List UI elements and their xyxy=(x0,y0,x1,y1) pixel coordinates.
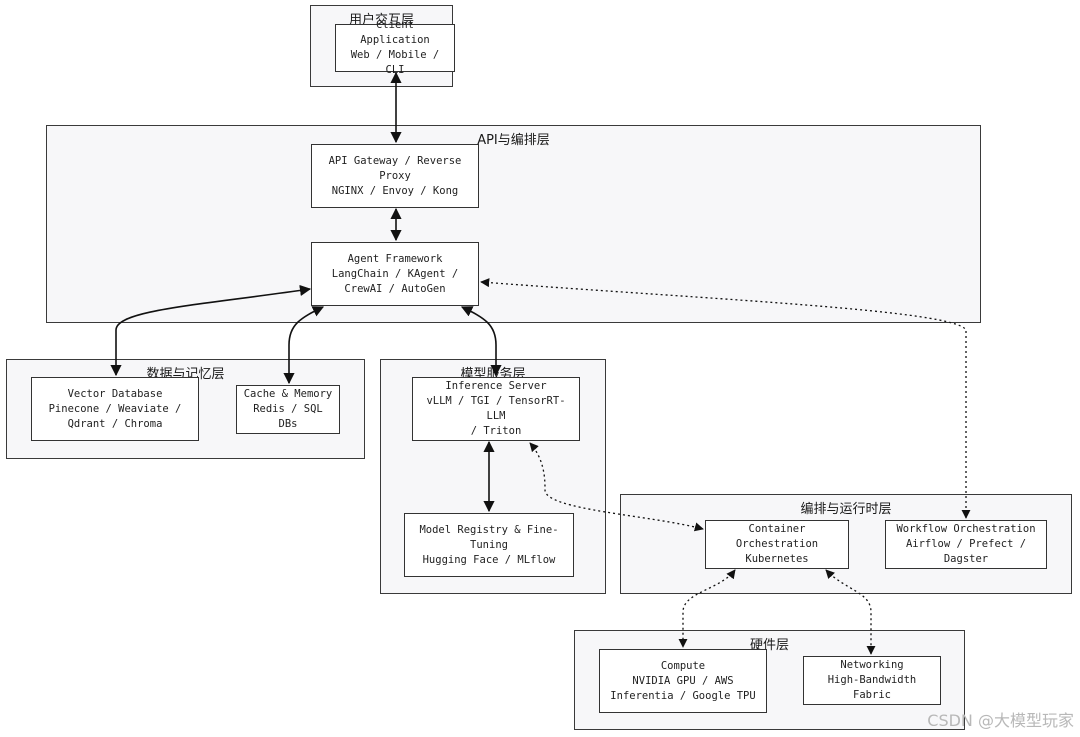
node-line: Airflow / Prefect / Dagster xyxy=(905,538,1027,565)
node-line: Qdrant / Chroma xyxy=(67,417,163,430)
node-line: Redis / SQL DBs xyxy=(253,403,323,430)
node-line: NVIDIA GPU / AWS xyxy=(632,674,734,687)
layer-title: 编排与运行时层 xyxy=(800,502,892,517)
node-line: High-Bandwidth Fabric xyxy=(827,674,917,701)
node-compute: Compute NVIDIA GPU / AWS Inferentia / Go… xyxy=(599,649,767,713)
node-line: Proxy xyxy=(379,169,411,182)
node-line: Model Registry & Fine- xyxy=(419,523,559,536)
layer-api-orchestration: API与编排层 xyxy=(46,125,981,323)
node-line: CrewAI / AutoGen xyxy=(344,282,446,295)
node-container-orchestration: Container Orchestration Kubernetes xyxy=(705,520,849,569)
layer-title: API与编排层 xyxy=(477,133,550,148)
node-line: Workflow Orchestration xyxy=(896,523,1036,535)
node-cache-memory: Cache & Memory Redis / SQL DBs xyxy=(236,385,340,434)
node-inference-server: Inference Server vLLM / TGI / TensorRT-L… xyxy=(412,377,580,441)
node-line: Networking xyxy=(840,659,904,671)
node-model-registry: Model Registry & Fine- Tuning Hugging Fa… xyxy=(404,513,574,577)
node-client: Client Application Web / Mobile / CLI xyxy=(335,19,455,76)
node-line: Inferentia / Google TPU xyxy=(610,689,756,702)
node-gateway: API Gateway / Reverse Proxy NGINX / Envo… xyxy=(311,144,479,208)
node-line: API Gateway / Reverse xyxy=(328,154,462,167)
node-line: Cache & Memory xyxy=(243,388,333,400)
node-workflow-orchestration: Workflow Orchestration Airflow / Prefect… xyxy=(885,520,1047,569)
node-line: Tuning xyxy=(470,538,508,551)
node-line: vLLM / TGI / TensorRT-LLM xyxy=(426,395,566,422)
node-line: / Triton xyxy=(470,425,522,437)
node-line: Pinecone / Weaviate / xyxy=(48,402,182,415)
node-line: Agent Framework xyxy=(347,252,443,265)
node-line: LangChain / KAgent / xyxy=(331,267,459,280)
node-vector-database: Vector Database Pinecone / Weaviate / Qd… xyxy=(31,377,199,441)
node-line: Web / Mobile / CLI xyxy=(350,49,440,76)
node-line: Vector Database xyxy=(67,387,163,400)
node-line: Kubernetes xyxy=(745,553,809,565)
node-line: Client Application xyxy=(360,19,430,46)
watermark: CSDN @大模型玩家 xyxy=(927,711,1074,730)
node-line: NGINX / Envoy / Kong xyxy=(331,184,459,197)
node-networking: Networking High-Bandwidth Fabric xyxy=(803,656,941,705)
node-line: Compute xyxy=(660,659,706,672)
node-line: Inference Server xyxy=(445,380,547,392)
node-line: Hugging Face / MLflow xyxy=(422,553,556,566)
node-line: Container Orchestration xyxy=(735,523,819,550)
node-agent: Agent Framework LangChain / KAgent / Cre… xyxy=(311,242,479,306)
